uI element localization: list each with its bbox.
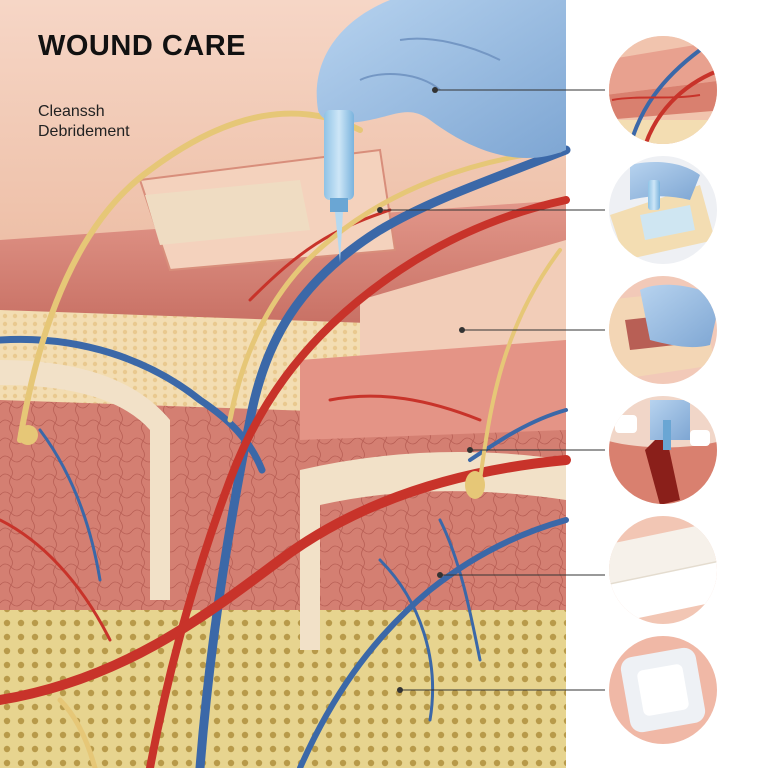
subtitle-line-1: Cleanssh xyxy=(38,103,105,120)
step-circle-3 xyxy=(609,276,717,384)
subtitle-line-2: Debridement xyxy=(38,123,130,140)
step-circle-2 xyxy=(609,156,717,264)
step-circle-6 xyxy=(609,636,717,744)
nerves xyxy=(17,110,563,768)
step-circle-5 xyxy=(609,516,717,624)
pointer-dots xyxy=(377,87,473,693)
step-circle-4 xyxy=(609,396,717,504)
page-title: WOUND CARE xyxy=(38,30,246,62)
subtitle: Cleanssh Debridement xyxy=(38,102,130,142)
pointer-lines xyxy=(380,89,605,691)
step-circle-1 xyxy=(609,36,717,144)
gloved-hand-with-syringe-icon xyxy=(316,0,566,262)
